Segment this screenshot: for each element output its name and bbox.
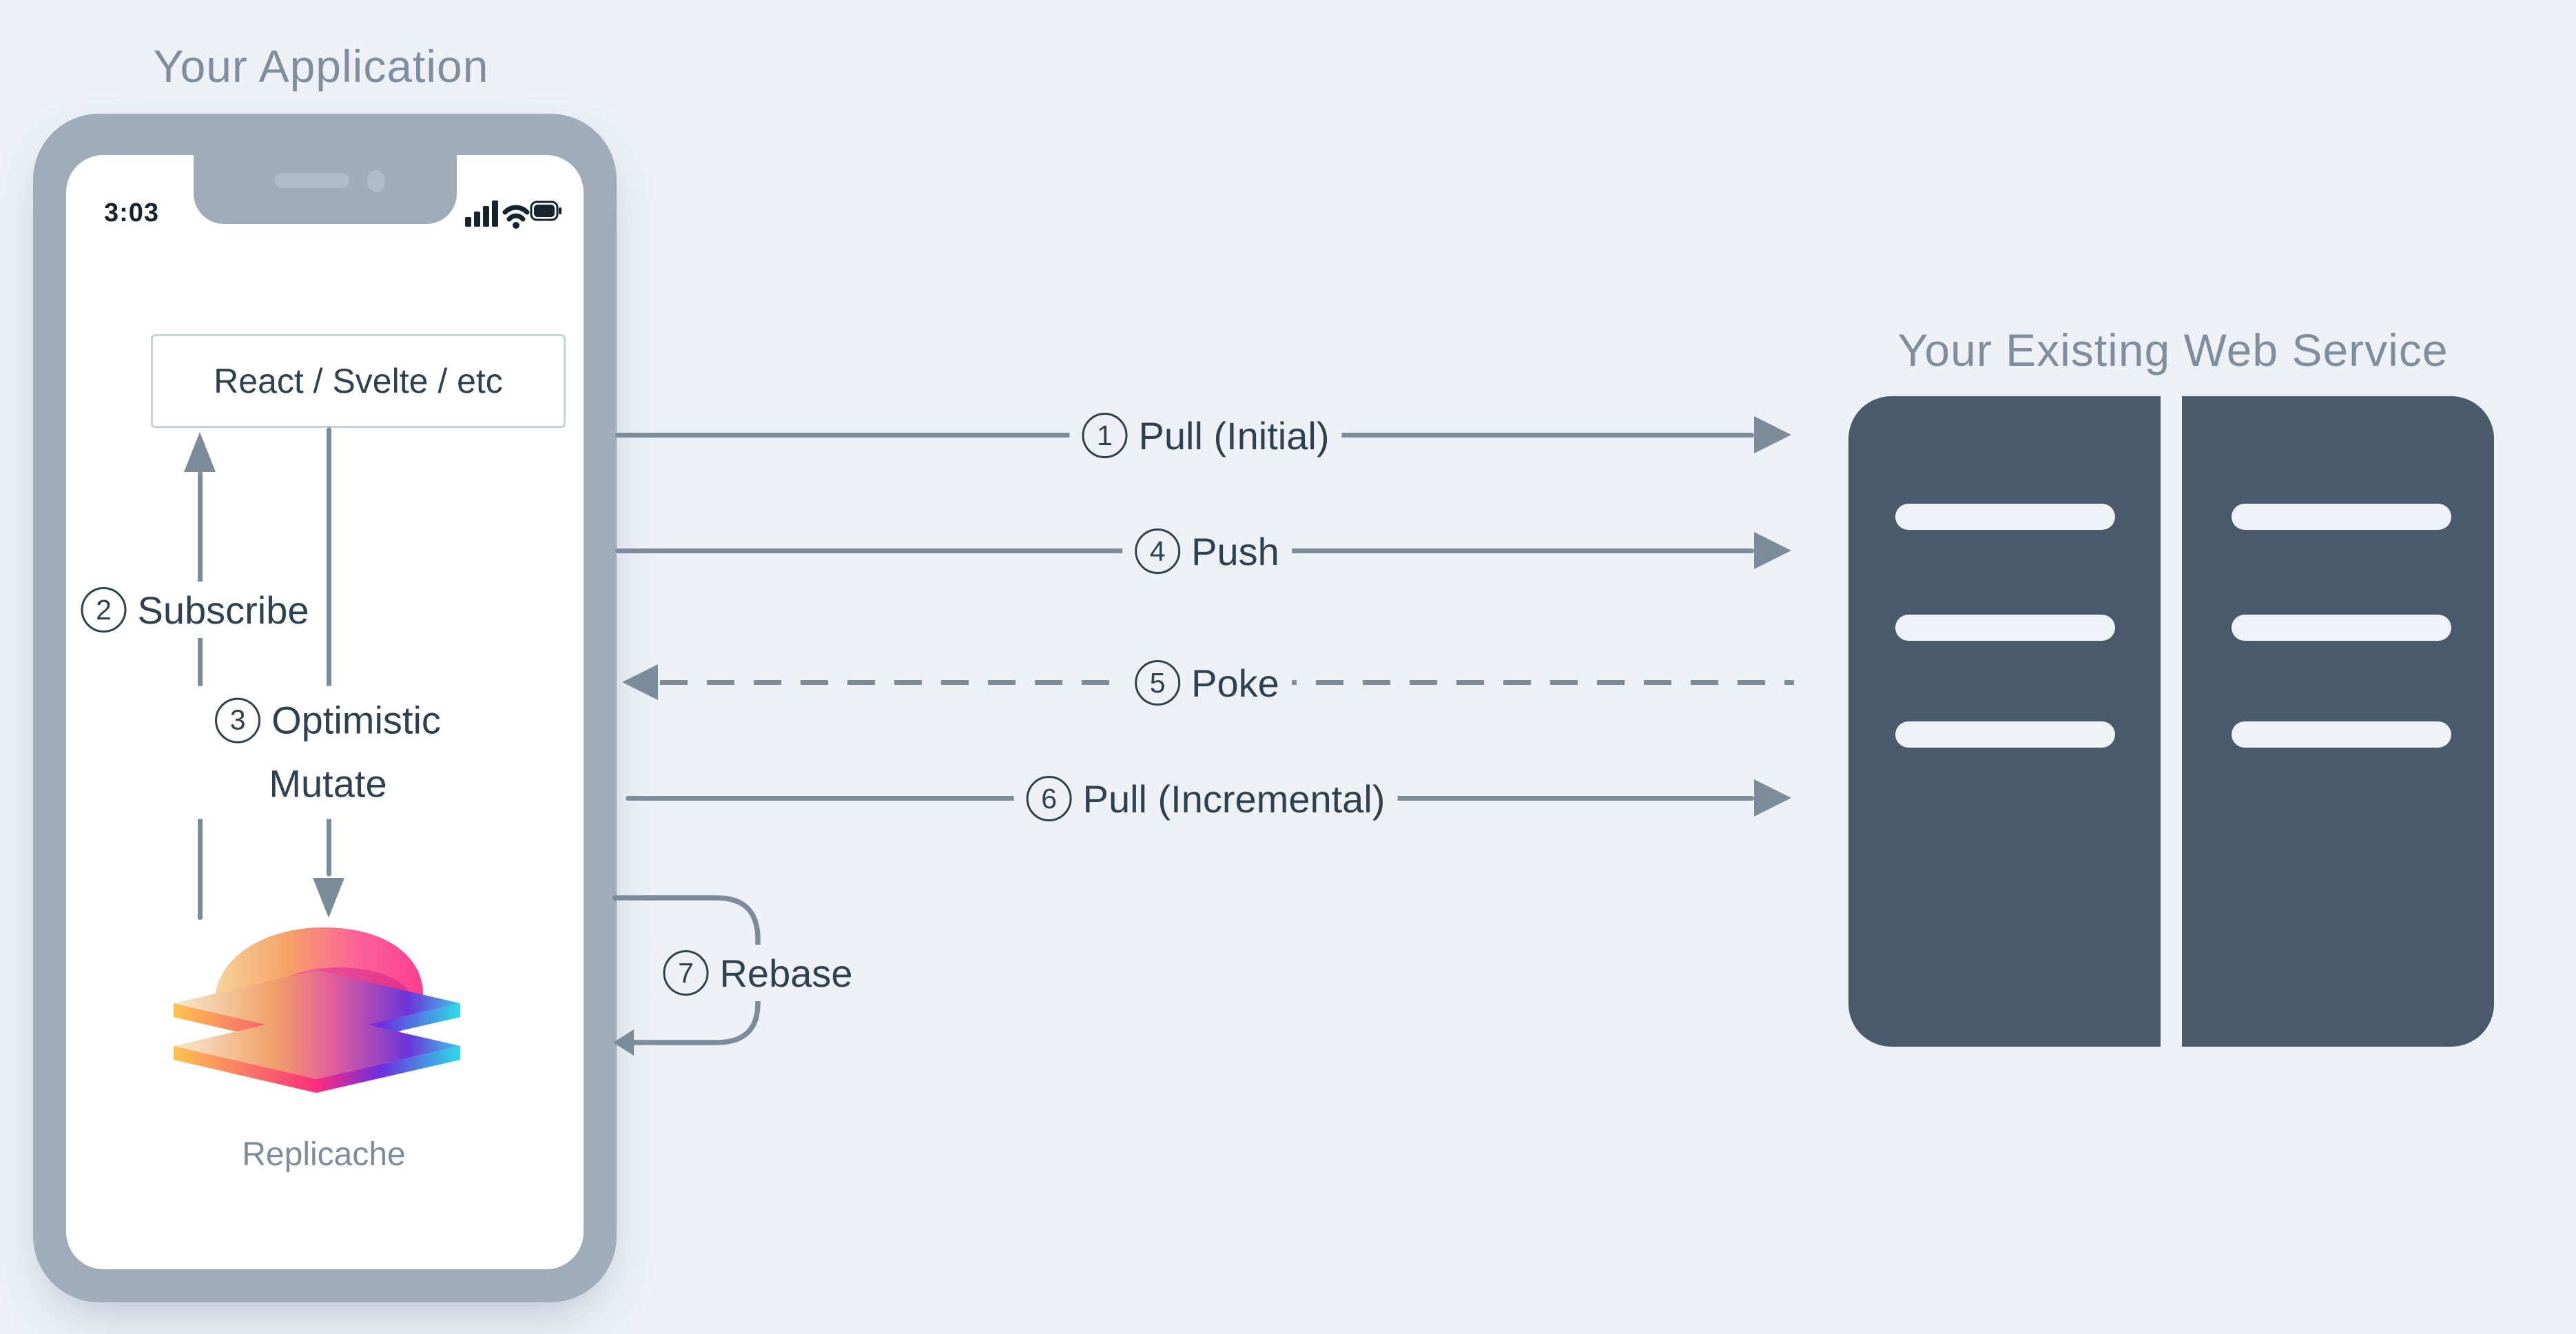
server-slot	[2232, 504, 2451, 530]
flow-text-pull-incremental: Pull (Incremental)	[1082, 777, 1385, 821]
flow-label-subscribe: 2 Subscribe	[74, 582, 316, 638]
subscribe-arrowhead-icon	[184, 432, 216, 472]
flow-label-rebase: 7 Rebase	[650, 945, 865, 1001]
rebase-arrowhead-icon	[613, 1029, 634, 1056]
flow-text-pull-initial: Pull (Initial)	[1138, 413, 1330, 458]
signal-wifi-battery-icon	[465, 201, 561, 229]
flow-number-3: 3	[215, 697, 261, 743]
flow-number-5: 5	[1135, 660, 1181, 706]
web-service-title: Your Existing Web Service	[1897, 325, 2449, 376]
server-slot	[1895, 504, 2115, 530]
flow-text-subscribe: Subscribe	[137, 588, 309, 632]
status-bar-time: 3:03	[104, 198, 160, 227]
flow-number-2: 2	[81, 587, 127, 633]
poke-arrowhead-icon	[622, 664, 658, 700]
phone-notch	[193, 155, 457, 224]
flow-label-push: 4 Push	[1122, 523, 1292, 579]
replicache-logo-icon	[172, 922, 462, 1094]
camera-dot-icon	[367, 170, 385, 192]
flow-text-rebase: Rebase	[719, 951, 853, 995]
flow-number-4: 4	[1135, 529, 1181, 574]
pull-incremental-arrowhead-icon	[1754, 779, 1791, 817]
server-rack-left-icon	[1848, 396, 2161, 1047]
mutate-line	[327, 427, 331, 876]
mutate-arrowhead-icon	[313, 878, 344, 918]
framework-box-label: React / Svelte / etc	[214, 362, 503, 400]
server-slot	[1895, 615, 2115, 641]
flow-label-pull-incremental: 6 Pull (Incremental)	[1013, 770, 1398, 827]
flow-number-7: 7	[663, 950, 709, 996]
status-bar-icons	[465, 198, 561, 233]
speaker-grille-icon	[274, 173, 349, 188]
flow-number-6: 6	[1026, 776, 1072, 821]
flow-text-optimistic-mutate: Optimistic Mutate	[269, 698, 441, 805]
your-application-title: Your Application	[153, 41, 489, 92]
server-slot	[1895, 721, 2115, 748]
replicache-logo-caption: Replicache	[242, 1136, 406, 1173]
pull-initial-arrowhead-icon	[1754, 416, 1791, 453]
push-arrowhead-icon	[1754, 532, 1791, 569]
framework-box: React / Svelte / etc	[151, 334, 566, 428]
flow-number-1: 1	[1082, 413, 1128, 458]
server-slot	[2232, 615, 2451, 641]
flow-text-push: Push	[1191, 529, 1279, 573]
flow-text-poke: Poke	[1191, 661, 1279, 705]
server-slot	[2232, 721, 2451, 748]
flow-label-pull-initial: 1 Pull (Initial)	[1069, 407, 1342, 464]
server-rack-right-icon	[2182, 396, 2494, 1047]
flow-label-poke: 5 Poke	[1122, 655, 1292, 711]
